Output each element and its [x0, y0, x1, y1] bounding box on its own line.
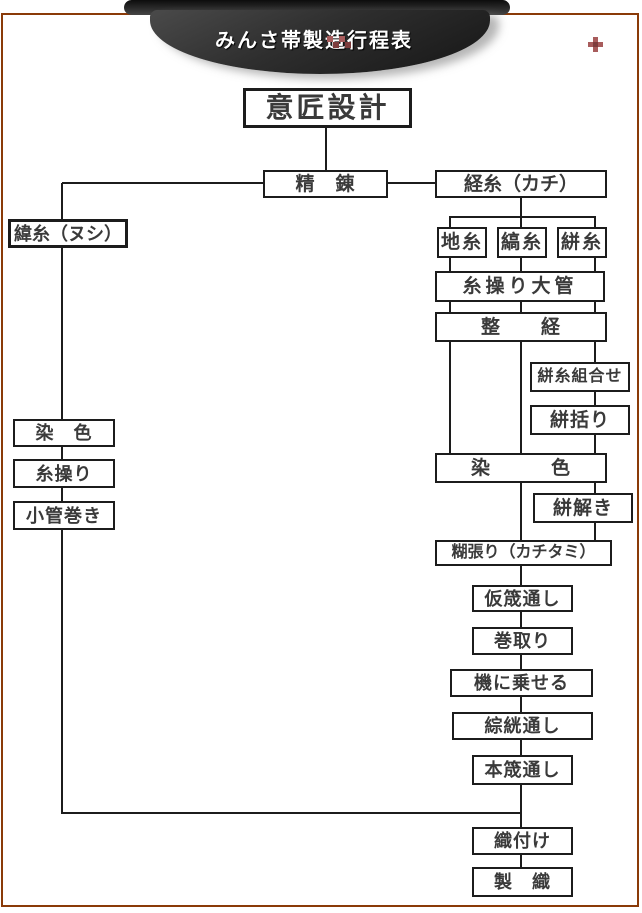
process-box-winding-up: 巻取り	[472, 627, 573, 655]
process-box-mounting-on-loom: 機に乗せる	[450, 669, 593, 697]
process-box-design: 意匠設計	[243, 88, 412, 128]
process-box-ground-thread: 地糸	[437, 227, 487, 258]
process-box-starching: 糊張り（カチタミ）	[435, 540, 612, 566]
connector-line	[61, 812, 522, 814]
connector-line	[325, 128, 327, 171]
banner-ribbon: みんさ帯製造行程表	[150, 10, 603, 74]
process-box-warp-thread: 経糸（カチ）	[435, 170, 607, 198]
title-banner: みんさ帯製造行程表	[0, 0, 642, 90]
process-box-main-reed-threading: 本筬通し	[472, 755, 573, 785]
process-box-heddle-threading: 綜絖通し	[452, 712, 593, 740]
kasuri-five-motif-icon	[588, 37, 603, 52]
process-box-warping: 整 経	[435, 312, 607, 342]
connector-line	[449, 216, 596, 218]
page-title: みんさ帯製造行程表	[215, 30, 414, 52]
connector-line	[62, 182, 265, 184]
process-box-temporary-reed-threading: 仮筬通し	[472, 585, 573, 612]
process-box-weft-thread: 緯糸（ヌシ）	[8, 219, 128, 248]
connector-line	[520, 197, 522, 867]
process-box-kasuri-untying: 絣解き	[533, 493, 633, 523]
process-box-weaving-start: 織付け	[472, 827, 573, 855]
process-box-kasuri-binding: 絣括り	[530, 405, 630, 435]
process-box-dyeing-warp: 染 色	[435, 453, 607, 483]
process-box-stripe-thread: 縞糸	[497, 227, 547, 258]
process-box-thread-winding: 糸操り	[13, 459, 115, 488]
process-box-weaving: 製 織	[472, 867, 573, 897]
kasuri-four-motif-icon	[327, 36, 351, 48]
process-box-kasuri-thread: 絣糸	[557, 227, 607, 258]
process-box-dyeing-weft: 染 色	[13, 419, 115, 447]
process-box-kasuri-thread-assembly: 絣糸組合せ	[530, 362, 630, 392]
process-box-small-spool-winding: 小管巻き	[13, 501, 115, 530]
process-box-thread-winding-big-spool: 糸操り大管	[435, 271, 605, 302]
connector-line	[61, 183, 63, 814]
connector-line	[387, 182, 435, 184]
process-box-refining: 精 錬	[263, 170, 388, 198]
